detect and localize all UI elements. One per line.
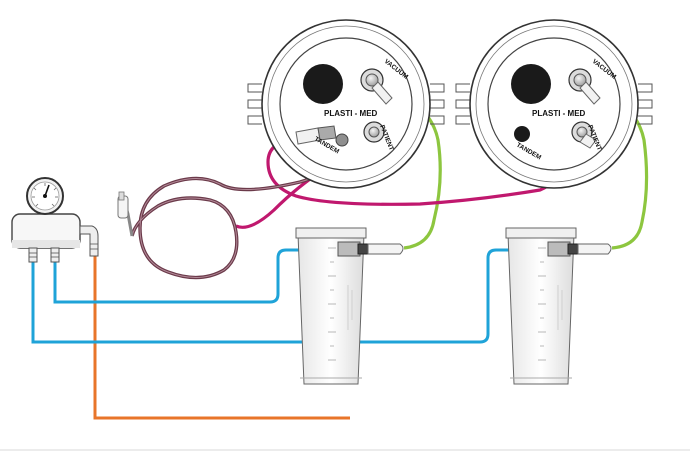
canister-lid-1: PLASTI - MED VACUUM PATIENT TANDEM [247,19,445,189]
brand-label: PLASTI - MED [324,109,378,118]
vacuum-line-canister-1 [53,248,340,304]
vacuum-line-canister-2 [31,248,550,344]
suction-canister-icon [295,227,404,385]
canister-lid-2: PLASTI - MED VACUUM PATIENT TANDEM [455,19,653,189]
brand-label: PLASTI - MED [532,109,586,118]
suction-tip-icon [117,191,134,237]
patient-tube-1 [266,133,588,206]
pressure-gauge-icon [26,177,64,215]
supply-line [93,255,350,420]
suction-canister-icon [505,227,612,385]
patient-tube-coil-inner [131,139,347,278]
